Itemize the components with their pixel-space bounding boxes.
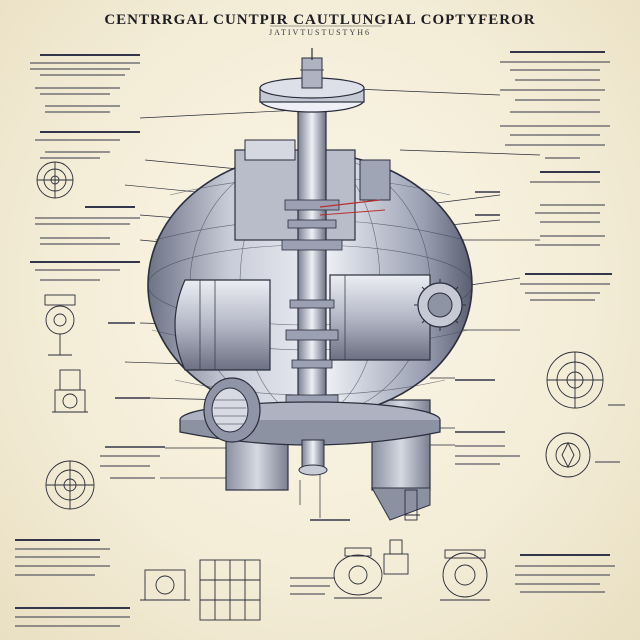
assembly-detail-icon — [140, 559, 261, 621]
page-title: CENTRRGAL CUNTPIR CAUTLUNGIAL COPTYFEROR — [104, 12, 536, 28]
left-annotations — [15, 54, 350, 627]
pump-unit-detail-icon — [333, 547, 383, 599]
pump-detail-icon — [44, 294, 76, 356]
right-annotations — [405, 51, 625, 593]
flange-detail-icon — [404, 489, 418, 521]
gear-detail-icon — [36, 161, 74, 199]
impeller-detail-icon — [545, 432, 591, 478]
bearing-detail-icon — [546, 351, 604, 409]
turbine-detail-icon — [45, 460, 95, 510]
compressor-assembly — [147, 48, 473, 521]
valve-detail-icon — [440, 549, 490, 601]
inlet-cylinder — [174, 279, 271, 371]
volute-chamber — [329, 274, 431, 361]
page-subtitle: JATIVTUSTUSTYH6 — [269, 28, 371, 37]
drive-shaft — [297, 99, 327, 431]
motor-detail-icon — [52, 369, 88, 413]
fan-detail-icon — [383, 539, 409, 575]
